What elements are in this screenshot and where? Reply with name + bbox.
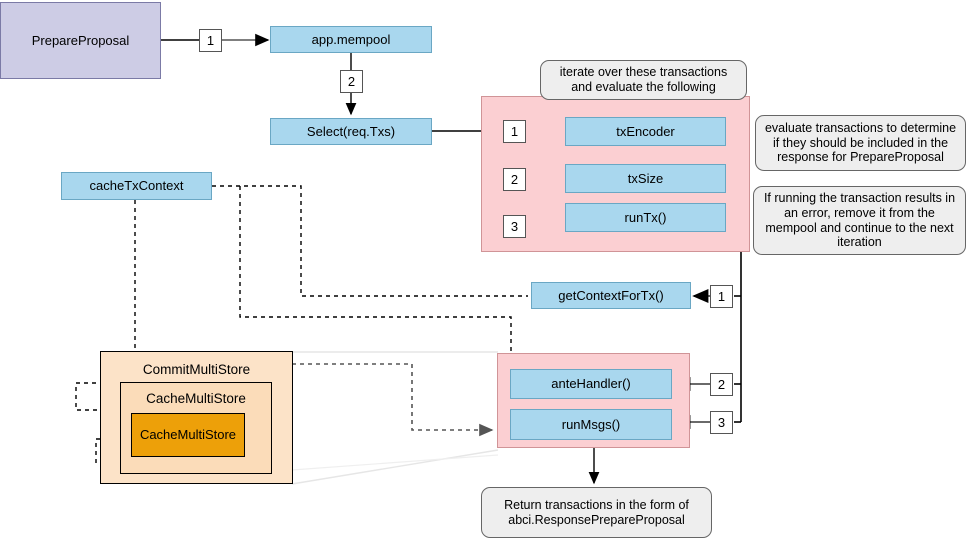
- node-tx-size[interactable]: txSize: [565, 164, 726, 193]
- node-cache-multi-store-inner[interactable]: CacheMultiStore: [131, 413, 245, 457]
- node-label: cacheTxContext: [89, 178, 184, 194]
- step-number-label: 2: [717, 377, 726, 392]
- step-number-label: 1: [510, 124, 519, 139]
- node-ante-handler[interactable]: anteHandler(): [510, 369, 672, 399]
- note-text: Return transactions in the form of abci.…: [504, 497, 689, 527]
- node-label: app.mempool: [311, 31, 391, 47]
- node-label: txEncoder: [616, 123, 675, 139]
- cache-multi-store-outer-label: CacheMultiStore: [146, 391, 246, 406]
- note-text: If running the transaction results in an…: [763, 191, 956, 250]
- node-label: runMsgs(): [561, 416, 621, 432]
- node-label: anteHandler(): [551, 376, 631, 392]
- step-number-1-getcontext: 1: [710, 285, 733, 308]
- node-run-tx[interactable]: runTx(): [565, 203, 726, 232]
- step-number-1-txencoder: 1: [503, 120, 526, 143]
- step-number-label: 3: [717, 415, 726, 430]
- step-number-label: 2: [510, 172, 519, 187]
- node-cache-tx-context[interactable]: cacheTxContext: [61, 172, 212, 200]
- note-evaluate-transactions: evaluate transactions to determine if th…: [755, 115, 966, 171]
- node-tx-encoder[interactable]: txEncoder: [565, 117, 726, 146]
- note-text: iterate over these transactions and eval…: [559, 65, 728, 94]
- step-number-2-select: 2: [340, 70, 363, 93]
- step-number-label: 1: [717, 289, 726, 304]
- node-label: getContextForTx(): [558, 287, 664, 303]
- step-number-2-antehandler: 2: [710, 373, 733, 396]
- node-label: Select(req.Txs): [306, 123, 396, 139]
- node-run-msgs[interactable]: runMsgs(): [510, 409, 672, 440]
- node-label: PrepareProposal: [31, 32, 130, 48]
- node-label: runTx(): [624, 209, 667, 225]
- step-number-3-runtx: 3: [503, 215, 526, 238]
- node-label: txSize: [627, 170, 664, 186]
- step-number-label: 1: [206, 33, 215, 48]
- node-label: CacheMultiStore: [139, 427, 237, 443]
- node-select-req-txs[interactable]: Select(req.Txs): [270, 118, 432, 145]
- node-get-context-for-tx[interactable]: getContextForTx(): [531, 282, 691, 309]
- step-number-label: 3: [510, 219, 519, 234]
- commit-multi-store-label: CommitMultiStore: [142, 362, 251, 377]
- step-number-3-runmsgs: 3: [710, 411, 733, 434]
- note-text: evaluate transactions to determine if th…: [764, 120, 957, 165]
- step-number-2-txsize: 2: [503, 168, 526, 191]
- note-return-transactions: Return transactions in the form of abci.…: [481, 487, 712, 538]
- node-app-mempool[interactable]: app.mempool: [270, 26, 432, 53]
- note-iterate-transactions: iterate over these transactions and eval…: [540, 60, 747, 100]
- node-prepare-proposal[interactable]: PrepareProposal: [0, 2, 161, 79]
- step-number-label: 2: [347, 74, 356, 89]
- step-number-1-mempool: 1: [199, 29, 222, 52]
- note-error-remove-from-mempool: If running the transaction results in an…: [753, 186, 966, 255]
